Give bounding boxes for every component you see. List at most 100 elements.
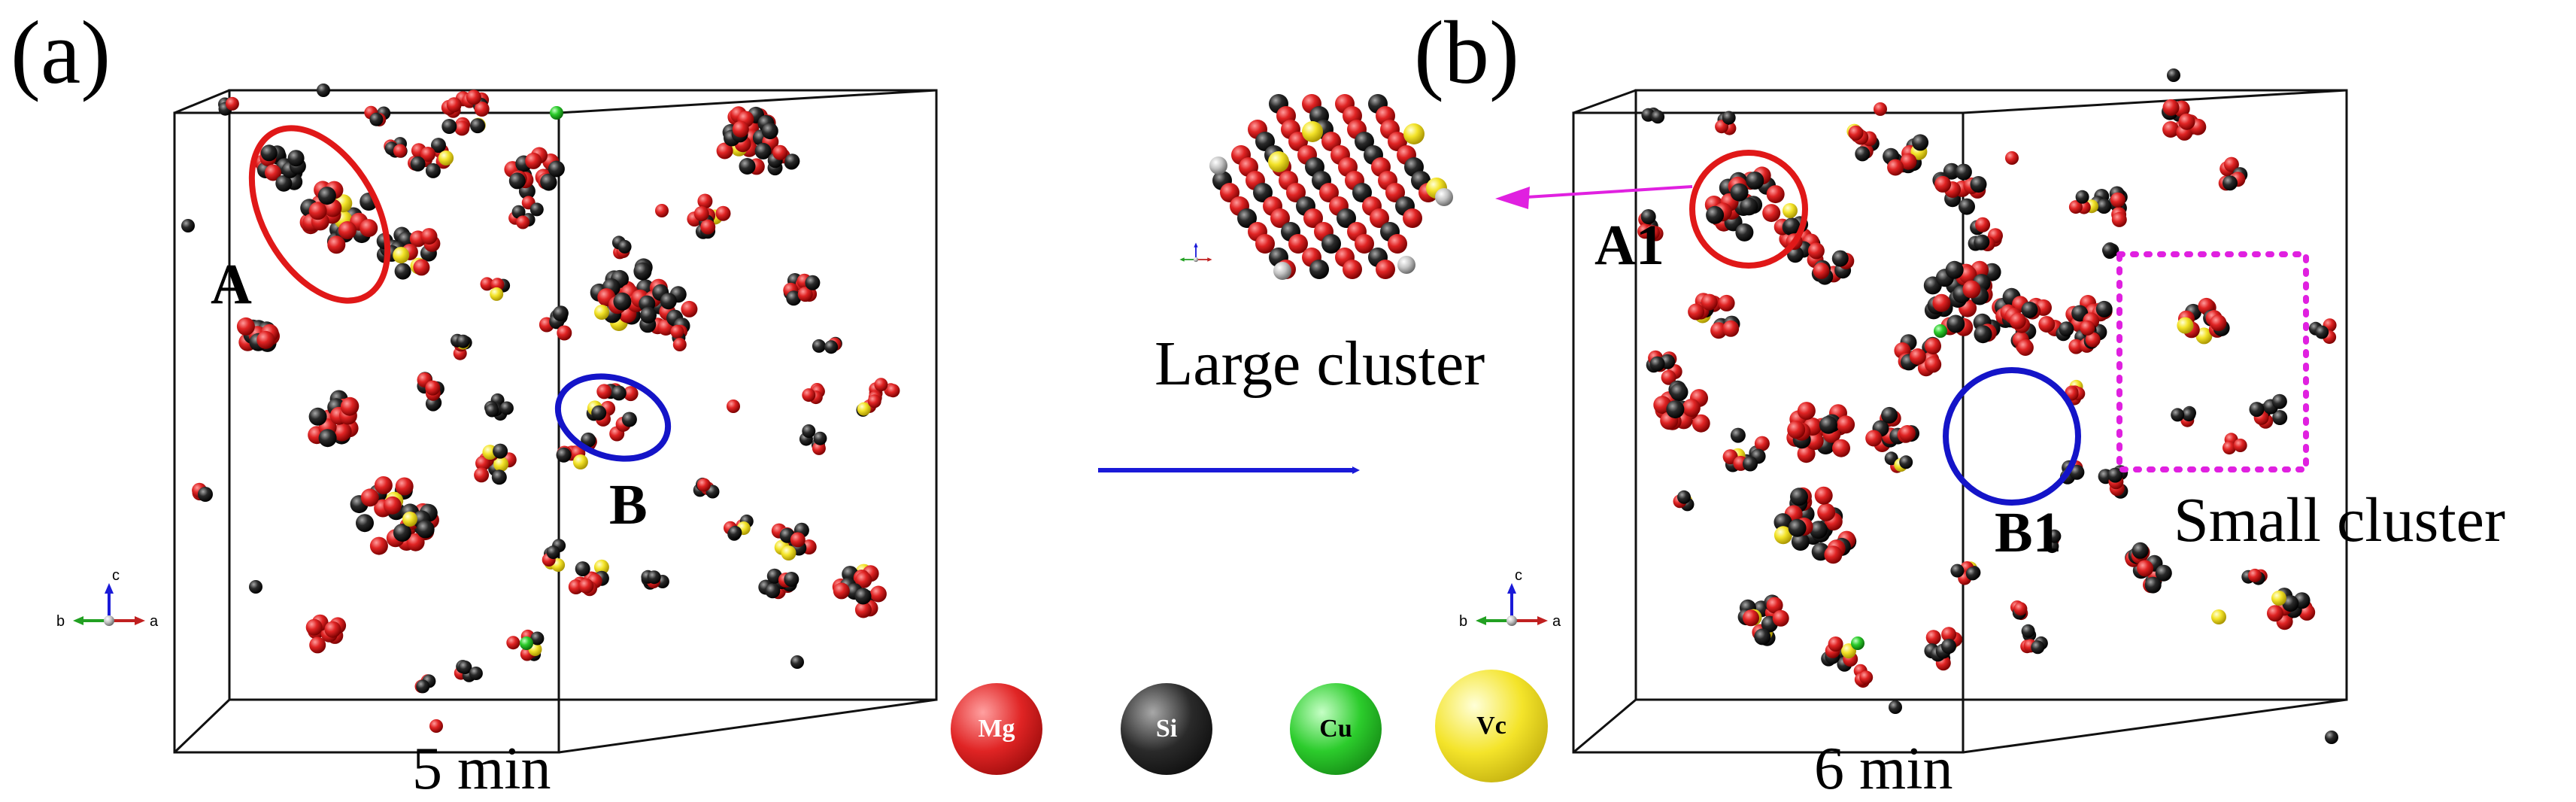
atom (406, 533, 425, 551)
atom (1941, 639, 1956, 654)
atom (474, 102, 490, 117)
atom (1932, 293, 1951, 312)
atom-cluster (350, 476, 439, 555)
atom (575, 561, 590, 577)
atom (1925, 356, 1942, 373)
atom (1814, 486, 1833, 505)
atom (2233, 439, 2247, 452)
atom-cluster (771, 522, 817, 560)
atom (1722, 320, 1740, 337)
atom-cluster (1807, 242, 1855, 285)
atom (812, 339, 826, 353)
axis-c-head (105, 583, 114, 594)
atom-cluster (1641, 107, 1665, 124)
atom (581, 432, 596, 448)
atom (1912, 134, 1929, 151)
atom-cluster (414, 674, 436, 694)
atom-cluster (832, 564, 887, 618)
atom (2080, 320, 2095, 336)
atom-cluster (758, 568, 800, 600)
atom (1791, 533, 1810, 551)
atom (530, 631, 545, 646)
atom (754, 142, 772, 159)
atom (1899, 455, 1913, 469)
atom (1640, 209, 1656, 224)
atom (1943, 163, 1960, 180)
atom-cluster (364, 105, 391, 127)
atom (338, 221, 357, 239)
atom (1974, 235, 1989, 251)
atom (1302, 121, 1323, 142)
atom-cluster (1968, 217, 2003, 251)
atom (2271, 393, 2287, 409)
atom (2223, 175, 2238, 191)
atom (317, 84, 330, 97)
atom (766, 568, 782, 584)
atom (287, 150, 305, 167)
atom (1670, 383, 1689, 402)
atom (886, 384, 900, 398)
atom-cluster (812, 336, 842, 354)
atom (446, 97, 462, 113)
axis-origin (104, 615, 114, 626)
atom (466, 90, 481, 105)
atom-cluster (2267, 588, 2316, 630)
atom (395, 477, 414, 496)
atom (309, 636, 326, 654)
atom (1950, 564, 1965, 578)
atom (2162, 99, 2180, 116)
atom (340, 397, 359, 416)
panel-label-a: (a) (11, 2, 111, 102)
atom (2047, 529, 2062, 543)
panel-label-b: (b) (1414, 2, 1519, 102)
atom (2021, 301, 2038, 318)
atom (369, 536, 388, 555)
atom (660, 293, 677, 310)
atom-cluster (299, 181, 378, 254)
atom-cluster (2020, 624, 2048, 655)
atom (617, 239, 632, 254)
atom-cluster (305, 614, 347, 654)
atom (727, 399, 740, 413)
atom (1754, 628, 1771, 646)
atom (356, 514, 374, 533)
atom (2211, 609, 2226, 624)
atom (874, 378, 888, 392)
atom (332, 423, 351, 442)
axis-b-label: b (1459, 613, 1467, 630)
atom-cluster (1704, 166, 1785, 242)
legend-si-label: Si (1155, 715, 1178, 743)
atom (1649, 356, 1665, 372)
atom (621, 412, 637, 427)
atom (1288, 234, 1308, 254)
axis-origin (1193, 257, 1199, 263)
atom (2167, 68, 2180, 82)
large-cluster-caption: Large cluster (1154, 329, 1485, 399)
atom (1934, 175, 1952, 193)
atom (1718, 294, 1735, 311)
atom (1974, 325, 1992, 344)
atom (1783, 217, 1801, 235)
atom (790, 655, 804, 669)
atom (425, 396, 441, 412)
atom (2110, 192, 2125, 208)
atom (1319, 183, 1339, 202)
atom (2005, 151, 2019, 165)
atom (633, 262, 652, 281)
atom-cluster (2223, 433, 2247, 455)
atom-cluster (802, 383, 825, 405)
atom (1746, 172, 1764, 190)
atom (556, 447, 572, 463)
atom (425, 163, 441, 178)
axis-b-head (1179, 257, 1185, 262)
atom-cluster (417, 372, 445, 412)
atom (1435, 188, 1453, 206)
cluster-tag-a: A (211, 253, 252, 316)
atom (225, 96, 239, 111)
atom (824, 340, 839, 354)
atom (2210, 314, 2227, 332)
atom-cluster (508, 196, 544, 229)
legend-vc-label: Vc (1476, 712, 1506, 740)
atom-cluster (1715, 111, 1737, 135)
